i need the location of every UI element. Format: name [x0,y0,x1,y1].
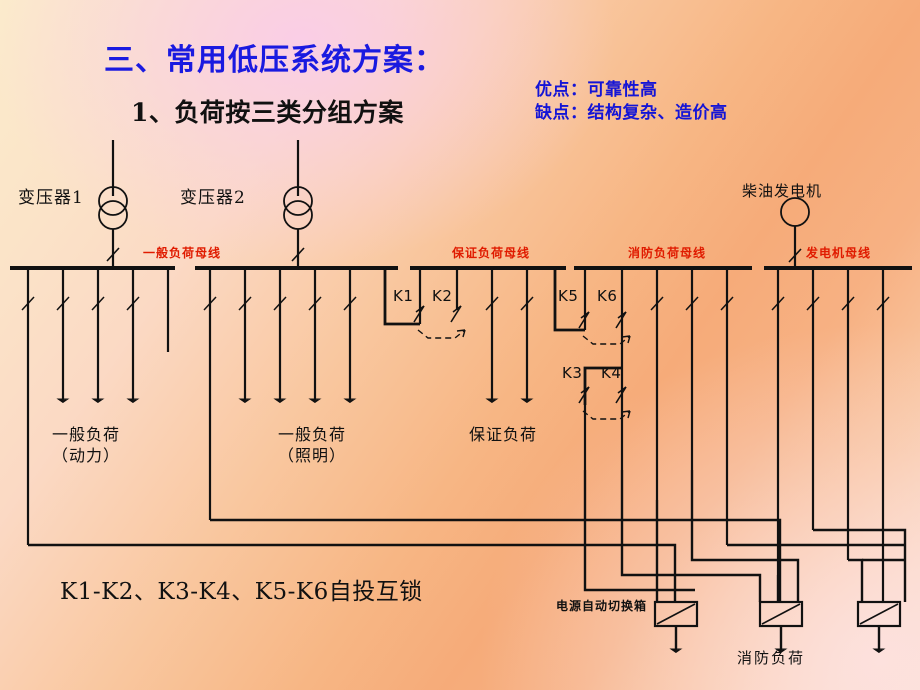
breaker-marks-general-power [21,296,140,311]
transformer-1-symbol [98,140,128,268]
load-label-fire: 消防负荷 [737,649,806,667]
feeder-group-generator [776,268,885,602]
routing-horizontal-ties [655,543,905,592]
merits-block: 优点：可靠性高 缺点：结构复杂、造价高 [535,80,728,127]
switch-label-k3: K3 [562,364,583,382]
transformer-1-label: 变压器1 [18,188,84,208]
ats-box-label: 电源自动切换箱 [556,599,648,613]
switch-label-k4: K4 [601,364,622,382]
switch-pair-k1-k2 [383,268,466,339]
breaker-marks-general-light [203,296,357,311]
switch-pair-k3-k4 [578,366,631,470]
load-general-light-line1: 一般负荷 [278,425,347,444]
breaker-marks-guaranteed [485,296,534,311]
load-general-power-line2: （动力） [52,445,121,465]
switch-pair-k5-k6 [553,268,631,368]
generator-label: 柴油发电机 [742,182,823,200]
busbar-label-generator: 发电机母线 [806,246,872,260]
advantage-text: 优点：可靠性高 [535,80,658,100]
load-general-power-line1: 一般负荷 [52,425,121,444]
feeder-group-fire [655,268,729,545]
load-general-light-line2: （照明） [278,445,347,465]
busbar-label-guaranteed: 保证负荷母线 [452,246,531,260]
feeder-group-general-power [26,268,170,545]
ats-box-3 [856,600,902,653]
routing-general-light-to-ats [210,518,782,602]
routing-k4-branch [620,470,762,602]
load-label-general-power: 一般负荷 （动力） [52,426,120,468]
breaker-marks-generator [771,296,890,311]
feeder-group-guaranteed [485,268,534,403]
busbar-label-fire: 消防负荷母线 [628,246,707,260]
transformer-2-label: 变压器2 [180,188,246,208]
breaker-marks-fire [650,296,734,311]
routing-guaranteed-k3-to-ats [583,470,655,592]
switch-label-k6: K6 [597,287,618,305]
routing-general-power-to-ats [28,543,677,602]
switch-label-k5: K5 [558,287,579,305]
switch-label-k2: K2 [432,287,453,305]
routing-generator-to-ats-2 [813,528,907,602]
transformer-2-symbol [283,140,313,268]
diesel-generator-symbol [780,197,810,268]
busbar-label-general: 一般负荷母线 [143,246,222,260]
routing-generator-to-ats-3 [848,558,864,602]
load-label-general-light: 一般负荷 （照明） [278,426,346,468]
load-label-guaranteed: 保证负荷 [469,425,538,444]
switch-label-k1: K1 [393,287,414,305]
page-title: 三、常用低压系统方案： [104,43,445,78]
ats-box-2 [758,600,804,653]
feeder-group-general-light [208,268,357,520]
routing-fire-bus-to-ats-2 [690,470,800,602]
disadvantage-text: 缺点：结构复杂、造价高 [535,103,728,124]
page-subtitle: 1、负荷按三类分组方案 [131,98,404,127]
interlock-note: K1-K2、K3-K4、K5-K6自投互锁 [60,579,423,605]
ats-box-1 [653,600,699,653]
